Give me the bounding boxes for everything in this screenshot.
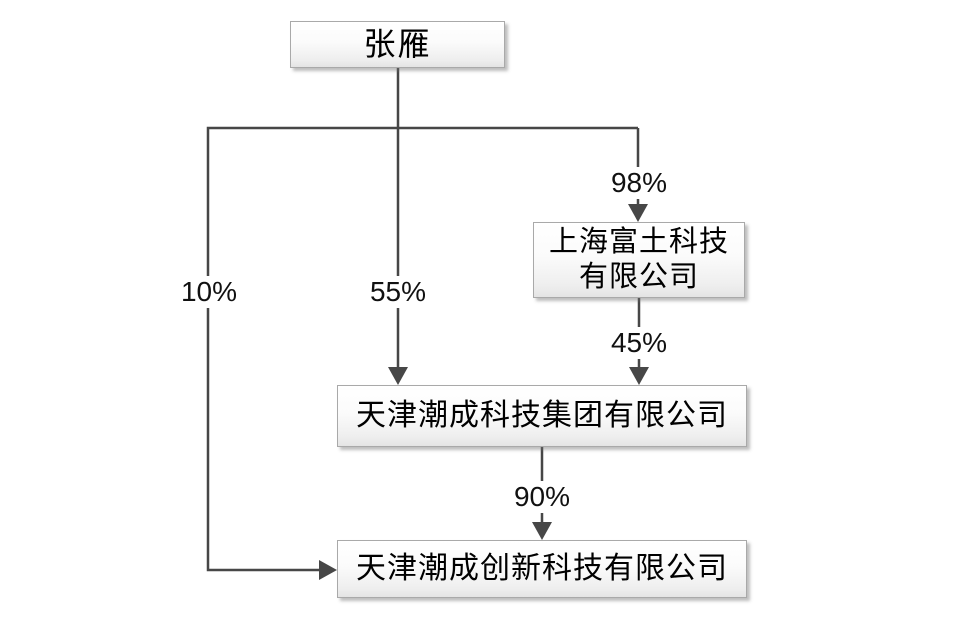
node-person: 张雁 bbox=[290, 21, 505, 68]
node-person-label: 张雁 bbox=[363, 26, 432, 63]
edge-label-shanghai-to-group: 45% bbox=[607, 327, 671, 359]
node-tianjin-group-company: 天津潮成科技集团有限公司 bbox=[337, 385, 747, 447]
node-tianjin-innovation-company: 天津潮成创新科技有限公司 bbox=[337, 540, 747, 598]
edge-label-person-to-innovation: 10% bbox=[177, 276, 241, 308]
edge-label-person-to-shanghai: 98% bbox=[607, 167, 671, 199]
node-group-label: 天津潮成科技集团有限公司 bbox=[356, 399, 728, 432]
node-shanghai-label-line1: 上海富土科技 bbox=[548, 226, 729, 259]
arrowhead-person-to-innovation-icon bbox=[319, 560, 337, 580]
edge-person-to-innovation-line bbox=[206, 126, 638, 572]
node-innovation-label: 天津潮成创新科技有限公司 bbox=[356, 552, 728, 585]
edge-label-group-to-innovation: 90% bbox=[510, 481, 574, 513]
arrowhead-shanghai-to-group-icon bbox=[629, 367, 649, 385]
arrowhead-group-to-innovation-icon bbox=[532, 522, 552, 540]
arrowhead-person-to-shanghai-icon bbox=[628, 204, 648, 222]
node-shanghai-company: 上海富土科技 有限公司 bbox=[533, 222, 745, 298]
arrowhead-person-to-group-icon bbox=[388, 367, 408, 385]
edge-label-person-to-group: 55% bbox=[366, 276, 430, 308]
node-shanghai-label-line2: 有限公司 bbox=[578, 261, 699, 293]
